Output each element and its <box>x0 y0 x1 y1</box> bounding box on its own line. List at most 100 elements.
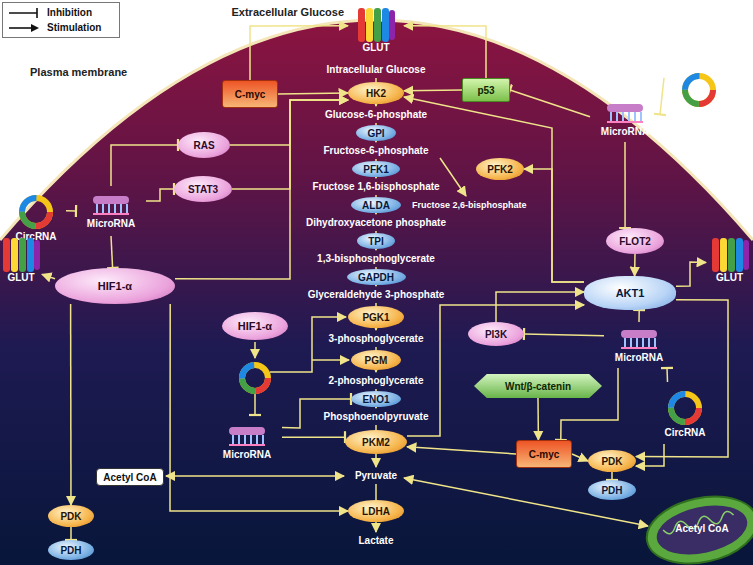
metabolite-label: 3-phosphoglycerate <box>328 333 423 345</box>
enzyme-oval: PFK1 <box>352 161 400 177</box>
enzyme-oval: TPI <box>357 233 395 249</box>
stimulation-connector <box>170 304 348 511</box>
pathway-hexagon: Wnt/β-catenin <box>474 374 602 398</box>
enzyme-oval: PDK <box>48 505 94 527</box>
metabolite-label: Acetyl CoA <box>675 523 728 535</box>
inhibition-connector <box>510 90 590 117</box>
regulator-oval: STAT3 <box>174 176 232 202</box>
stimulation-connector <box>538 398 539 440</box>
legend-label: Inhibition <box>47 7 92 18</box>
metabolite-label: Fructose-6-phosphate <box>323 145 428 157</box>
inhibition-connector <box>71 527 72 540</box>
node-label: CircRNA <box>678 109 719 120</box>
enzyme-oval: PFK2 <box>476 158 524 180</box>
metabolite-label: Phosphoenolpyruvate <box>323 411 428 423</box>
microrna-icon <box>89 194 133 218</box>
metabolite-label: Fructose 1,6-bisphosphate <box>312 181 439 193</box>
stimulation-connector <box>42 274 55 278</box>
enzyme-oval: PGK1 <box>348 306 404 328</box>
regulator-oval: HIF1-α <box>222 312 288 340</box>
transporter-icon <box>356 8 396 42</box>
stimulation-connector <box>407 447 516 454</box>
node-label: MicroRNA <box>601 126 649 137</box>
legend-row: Inhibition <box>7 5 115 20</box>
connector-line <box>407 447 516 454</box>
node-label: AKT1 <box>616 287 645 299</box>
glucose-transporter: GLUT <box>348 0 404 60</box>
node-label: PI3K <box>485 329 507 340</box>
connector-line <box>70 304 72 505</box>
node-label: CircRNA <box>664 427 705 438</box>
stimulation-connector <box>278 93 348 94</box>
glucose-transporter: GLUT <box>706 236 753 284</box>
node-label: MicroRNA <box>615 352 663 363</box>
regulator-box: C-myc <box>222 80 278 108</box>
stimulation-connector <box>404 90 462 92</box>
inhibition-connector <box>111 236 113 268</box>
kinase-cloud: AKT1 <box>584 276 676 310</box>
circrna-icon <box>666 389 704 427</box>
inhibition-connector <box>524 334 604 336</box>
connector-line <box>572 454 588 461</box>
microrna-node: MicroRNA <box>590 96 660 142</box>
connector-line <box>146 189 174 201</box>
node-label: GLUT <box>716 272 743 283</box>
microrna-icon <box>617 328 661 352</box>
pathway-arrows <box>166 78 648 532</box>
inhibition-connector <box>625 142 626 228</box>
metabolite-label: Dihydroxyacetone phosphate <box>306 217 446 229</box>
connector-line <box>70 527 72 540</box>
connector-line <box>666 368 668 382</box>
stimulation-connector <box>496 292 584 322</box>
metabolite-label: Lactate <box>358 535 393 547</box>
connector-line <box>636 444 664 466</box>
circrna-ring <box>242 365 268 391</box>
node-label: C-myc <box>529 449 560 460</box>
microrna-node: MicroRNA <box>604 322 674 368</box>
inhibition-connector <box>111 145 178 186</box>
connector-line <box>676 262 706 286</box>
node-label: ENO1 <box>362 394 389 405</box>
connector-line <box>170 304 348 511</box>
inhibition-connector <box>639 310 640 322</box>
connector-line <box>407 305 584 436</box>
connector-line <box>660 78 664 115</box>
node-label: HIF1-α <box>98 280 132 292</box>
legend-label: Stimulation <box>47 22 101 33</box>
regulator-oval: FLOT2 <box>606 228 664 254</box>
node-label: PDK <box>601 456 622 467</box>
enzyme-oval: GAPDH <box>347 269 406 285</box>
node-label: GLUT <box>362 42 389 53</box>
enzyme-oval: PDH <box>588 480 636 500</box>
transporter-icon <box>1 238 41 272</box>
connector-line <box>510 90 590 117</box>
metabolite-label: Glucose-6-phosphate <box>325 109 427 121</box>
node-label: MicroRNA <box>87 218 135 229</box>
stimulation-connector <box>524 169 584 282</box>
microrna-node: MicroRNA <box>212 418 282 466</box>
connector-line <box>524 169 584 282</box>
node-label: Acetyl CoA <box>103 472 156 483</box>
connector-line <box>636 300 728 457</box>
connector-line <box>624 142 626 228</box>
connector-line <box>537 398 539 440</box>
metabolite-label: Glyceraldehyde 3-phosphate <box>308 289 445 301</box>
metabolite-label: Fructose 2,6-bisphosphate <box>412 199 527 211</box>
node-label: PDH <box>60 545 81 556</box>
enzyme-oval: PGM <box>351 350 401 370</box>
connector-line <box>66 210 76 212</box>
microrna-icon <box>225 425 269 449</box>
node-label: Wnt/β-catenin <box>505 381 571 392</box>
connector-line <box>111 236 113 268</box>
regulator-oval: PI3K <box>468 322 524 346</box>
inhibition-connector <box>667 368 669 382</box>
node-label: GAPDH <box>358 272 394 283</box>
legend-sample <box>7 22 41 34</box>
inhibition-connector <box>66 210 76 211</box>
connector-line <box>634 254 636 276</box>
enzyme-oval: PDK <box>588 450 636 472</box>
cell-body <box>0 20 753 565</box>
connector-line <box>278 93 348 94</box>
node-label: PGK1 <box>362 312 389 323</box>
regulator-oval: RAS <box>178 132 230 158</box>
